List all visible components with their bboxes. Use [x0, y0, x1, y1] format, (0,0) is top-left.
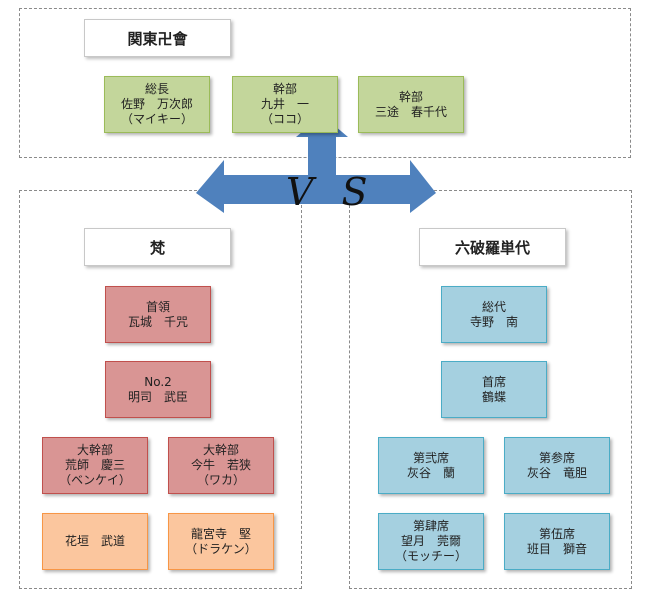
- member-mikey: 総長 佐野 万次郎 （マイキー）: [104, 76, 210, 133]
- member-sanzu: 幹部 三途 春千代: [358, 76, 464, 133]
- member-mochi: 第肆席 望月 莞爾 （モッチー）: [378, 513, 484, 570]
- member-role: 総代: [481, 299, 506, 314]
- member-role: 総長: [144, 82, 169, 96]
- member-role: 首席: [481, 374, 506, 389]
- member-nickname: （ココ）: [260, 112, 309, 126]
- member-name: 瓦城 千咒: [127, 314, 188, 329]
- member-name: 望月 莞爾: [400, 534, 461, 548]
- member-role: 幹部: [272, 82, 297, 96]
- rokuhara-tandai-panel: [349, 190, 632, 589]
- member-ran: 第弐席 灰谷 蘭: [378, 437, 484, 494]
- member-role: 第伍席: [538, 526, 575, 541]
- member-name: 寺野 南: [469, 314, 518, 329]
- member-takeomi: No.2 明司 武臣: [105, 361, 211, 418]
- vs-label: V S: [286, 170, 376, 214]
- member-nickname: （モッチー）: [394, 549, 467, 563]
- member-rindo: 第参席 灰谷 竜胆: [504, 437, 610, 494]
- member-name: 佐野 万次郎: [120, 97, 193, 111]
- member-takemichi: 花垣 武道: [42, 513, 148, 570]
- member-name: 花垣 武道: [64, 534, 125, 548]
- member-name: 明司 武臣: [127, 389, 188, 404]
- member-shion: 第伍席 班目 獅音: [504, 513, 610, 570]
- member-nickname: （ベンケイ）: [59, 473, 131, 487]
- member-name: 鶴蝶: [481, 389, 506, 404]
- member-nickname: （ワカ）: [196, 473, 245, 487]
- member-draken: 龍宮寺 堅 （ドラケン）: [168, 513, 274, 570]
- member-role: 大幹部: [202, 443, 239, 457]
- member-koko: 幹部 九井 一 （ココ）: [232, 76, 338, 133]
- member-waka: 大幹部 今牛 若狭 （ワカ）: [168, 437, 274, 494]
- member-senju: 首領 瓦城 千咒: [105, 286, 211, 343]
- member-name: 班目 獅音: [526, 541, 587, 556]
- member-name: 九井 一: [260, 97, 309, 111]
- member-role: 第参席: [538, 450, 575, 465]
- member-name: 荒師 慶三: [64, 458, 125, 472]
- member-nickname: （マイキー）: [120, 112, 193, 126]
- member-role: 幹部: [398, 89, 423, 104]
- member-role: No.2: [144, 374, 172, 389]
- kanto-manji-title: 関東卍會: [84, 19, 231, 57]
- member-name: 龍宮寺 堅: [190, 526, 251, 541]
- member-role: 第弐席: [412, 450, 449, 465]
- member-role: 首領: [145, 299, 170, 314]
- member-name: 今牛 若狭: [190, 458, 251, 472]
- bonten-panel: [19, 190, 302, 589]
- member-name: 灰谷 蘭: [406, 465, 455, 480]
- vs-arrow-shape: [196, 115, 436, 213]
- member-role: 第肆席: [412, 519, 449, 533]
- member-role: 大幹部: [76, 443, 113, 457]
- member-terano: 総代 寺野 南: [441, 286, 547, 343]
- bonten-title: 梵: [84, 228, 231, 266]
- member-name: 三途 春千代: [374, 104, 447, 119]
- member-kakucho: 首席 鶴蝶: [441, 361, 547, 418]
- member-benkei: 大幹部 荒師 慶三 （ベンケイ）: [42, 437, 148, 494]
- member-nickname: （ドラケン）: [185, 541, 257, 556]
- member-name: 灰谷 竜胆: [526, 465, 587, 480]
- rokuhara-tandai-title: 六破羅単代: [419, 228, 566, 266]
